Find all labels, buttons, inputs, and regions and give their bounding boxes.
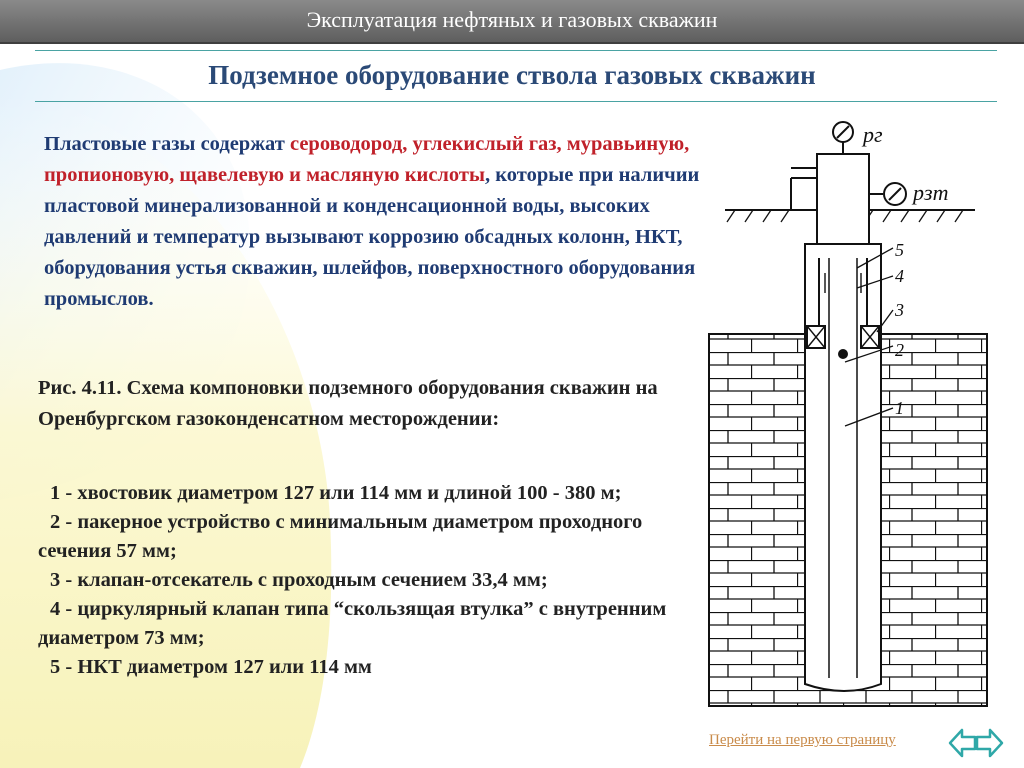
page-title: Подземное оборудование ствола газовых ск… [208, 60, 816, 90]
diagram-label-3: 3 [894, 300, 904, 320]
well-equipment-diagram: pг pзт 5 4 3 2 1 [708, 121, 988, 707]
header-bar: Эксплуатация нефтяных и газовых скважин [0, 0, 1024, 44]
legend-item-2: 2 - пакерное устройство с минимальным ди… [38, 511, 643, 562]
diagram-label-5: 5 [895, 240, 904, 260]
diagram-label-2: 2 [895, 340, 904, 360]
legend-item-4: 4 - циркулярный клапан типа “скользящая … [38, 598, 667, 649]
legend-item-1: 1 - хвостовик диаметром 127 или 114 мм и… [50, 482, 622, 504]
intro-text-end: , которые при наличии пластовой минерали… [44, 164, 700, 310]
diagram-label-1: 1 [895, 398, 904, 418]
legend-list: 1 - хвостовик диаметром 127 или 114 мм и… [38, 479, 688, 682]
arrow-right-icon[interactable] [975, 728, 1004, 758]
intro-paragraph: Пластовые газы содержат сероводород, угл… [44, 129, 704, 315]
gauge-side-label: pзт [911, 180, 948, 205]
safety-valve [838, 349, 848, 359]
intro-highlight: сероводород, углекислый газ, муравьиную,… [44, 133, 690, 186]
first-page-link[interactable]: Перейти на первую страницу [709, 732, 896, 748]
intro-text-start: Пластовые газы содержат [44, 133, 290, 155]
gauge-top-label: pг [861, 122, 883, 147]
title-rule-bottom [35, 101, 997, 102]
diagram-label-4: 4 [895, 266, 904, 286]
title-rule-top [35, 50, 997, 51]
wellbore [804, 243, 882, 692]
legend-item-5: 5 - НКТ диаметром 127 или 114 мм [50, 656, 372, 678]
arrow-left-icon[interactable] [948, 728, 977, 758]
legend-item-3: 3 - клапан-отсекатель с проходным сечени… [50, 569, 548, 591]
wellhead [816, 153, 870, 245]
figure-caption: Рис. 4.11. Схема компоновки подземного о… [38, 377, 658, 430]
nav-arrows [948, 728, 1004, 758]
